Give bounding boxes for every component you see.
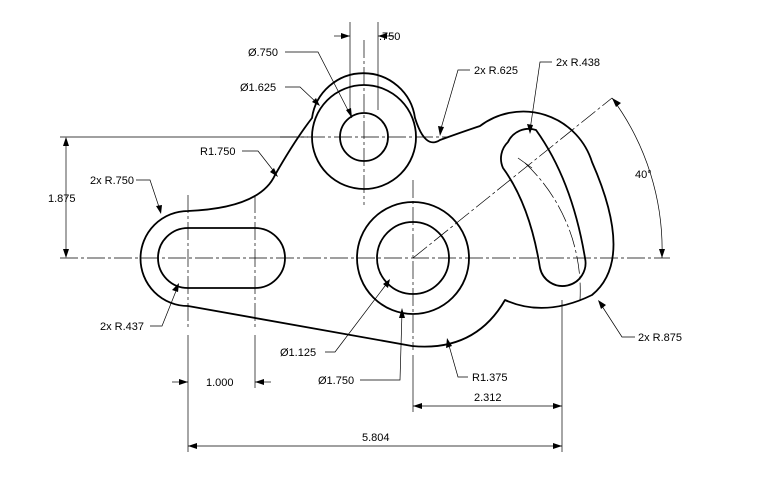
label-dia-large-top: Ø1.625 [240,82,276,94]
label-w5804: 5.804 [362,432,390,444]
label-w1000: 1.000 [206,377,234,389]
outer-profile [139,72,615,348]
label-dia1750: Ø1.750 [318,375,354,387]
right-curved-slot [500,127,587,287]
label-r438: 2x R.438 [556,57,600,69]
label-angle40: 40° [635,169,652,181]
labels: Ø.750 Ø1.625 .750 2x R.625 2x R.438 R1.7… [48,31,682,444]
label-r1375: R1.375 [472,372,507,384]
dimension-lines [63,33,665,449]
label-r437: 2x R.437 [100,321,144,333]
label-width-750: .750 [379,31,400,43]
center-lines [60,40,670,350]
label-dia-small-top: Ø.750 [248,47,278,59]
leaders [136,51,635,381]
label-r750: 2x R.750 [90,175,134,187]
label-r625: 2x R.625 [474,65,518,77]
extension-lines [60,22,563,452]
label-r875: 2x R.875 [638,332,682,344]
label-w2312: 2.312 [474,392,502,404]
label-r1750: R1.750 [200,146,235,158]
label-h1875: 1.875 [48,193,76,205]
label-dia1125: Ø1.125 [280,347,316,359]
part-outline [139,72,615,348]
